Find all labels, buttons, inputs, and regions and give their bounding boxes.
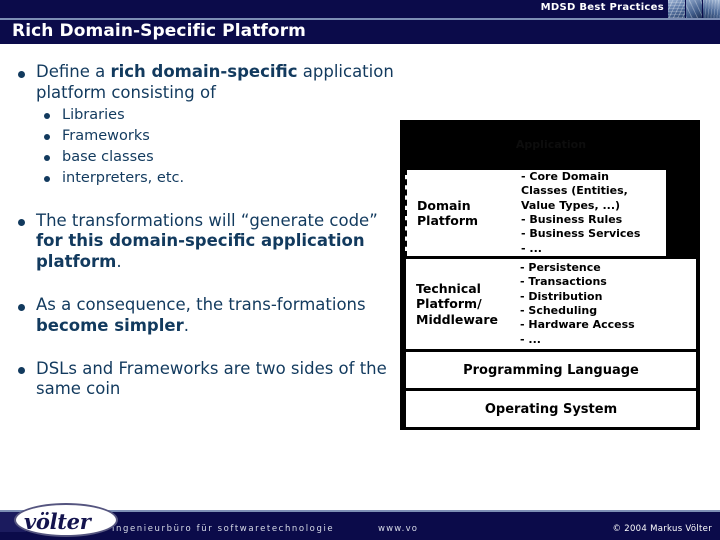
footer-copyright: © 2004 Markus Völter [612,524,712,534]
bullet-dot-icon [18,219,25,227]
bullet-level1: DSLs and Frameworks are two sides of the… [0,359,400,401]
bullet-list: Define a rich domain-specific applicatio… [0,44,400,494]
bullet-level1: As a consequence, the trans-formations b… [0,295,400,337]
bullet-level1: The transformations will “generate code”… [0,211,400,273]
bullet-level2: base classes [36,147,400,168]
bullet-level2: Libraries [36,105,400,126]
page-title: Rich Domain-Specific Platform [12,21,306,41]
diagram-ghost-label: Application [515,137,587,151]
building-thumb-3-icon [703,0,720,18]
title-band [0,20,720,44]
building-thumb-2-icon [685,0,703,18]
diagram-layer-items: - Persistence- Transactions- Distributio… [520,261,635,346]
bullet-dot-icon [44,133,50,140]
logo-ellipse-icon [14,503,118,537]
header-divider [0,18,720,20]
diagram-layer-programming-language: Programming Language [405,351,697,389]
diagram-layer-label: Operating System [484,401,618,417]
logo-wordmark: völter [24,509,91,534]
bullet-level2: interpreters, etc. [36,168,400,189]
bullet-dot-icon [18,367,25,375]
footer-url[interactable]: www.vo [378,524,419,534]
bullet-level2-text: Frameworks [62,127,150,144]
bullet-level2-text: interpreters, etc. [62,169,185,186]
footer-band [0,512,720,540]
bullet-dot-icon [44,175,50,182]
bullet-level2-text: base classes [62,148,154,165]
bullet-level2: Frameworks [36,126,400,147]
bullet-level1-text: Define a rich domain-specific applicatio… [36,62,394,102]
header-thumbnail-strip [668,0,720,18]
bullet-level2-text: Libraries [62,106,125,123]
header-band [0,0,720,18]
header-course-title: MDSD Best Practices [540,2,664,13]
bullet-level1-text: The transformations will “generate code”… [36,210,378,272]
bullet-dot-icon [44,112,50,119]
footer-divider [0,510,720,512]
bullet-dot-icon [18,70,25,78]
diagram-layer-operating-system: Operating System [405,390,697,428]
bullet-level1-text: DSLs and Frameworks are two sides of the… [36,358,387,399]
diagram-layer-label: Programming Language [463,362,639,378]
bullet-dot-icon [18,303,25,311]
voelter-logo: völter [0,500,120,540]
bullet-dot-icon [44,154,50,161]
bullet-level1: Define a rich domain-specific applicatio… [0,62,400,189]
diagram-layer-items: - Core Domain Classes (Entities, Value T… [521,170,641,255]
bullet-level1-text: As a consequence, the trans-formations b… [36,294,366,335]
footer-tagline: ingenieurbüro für softwaretechnologie [112,524,335,534]
building-thumb-1-icon [668,0,685,18]
